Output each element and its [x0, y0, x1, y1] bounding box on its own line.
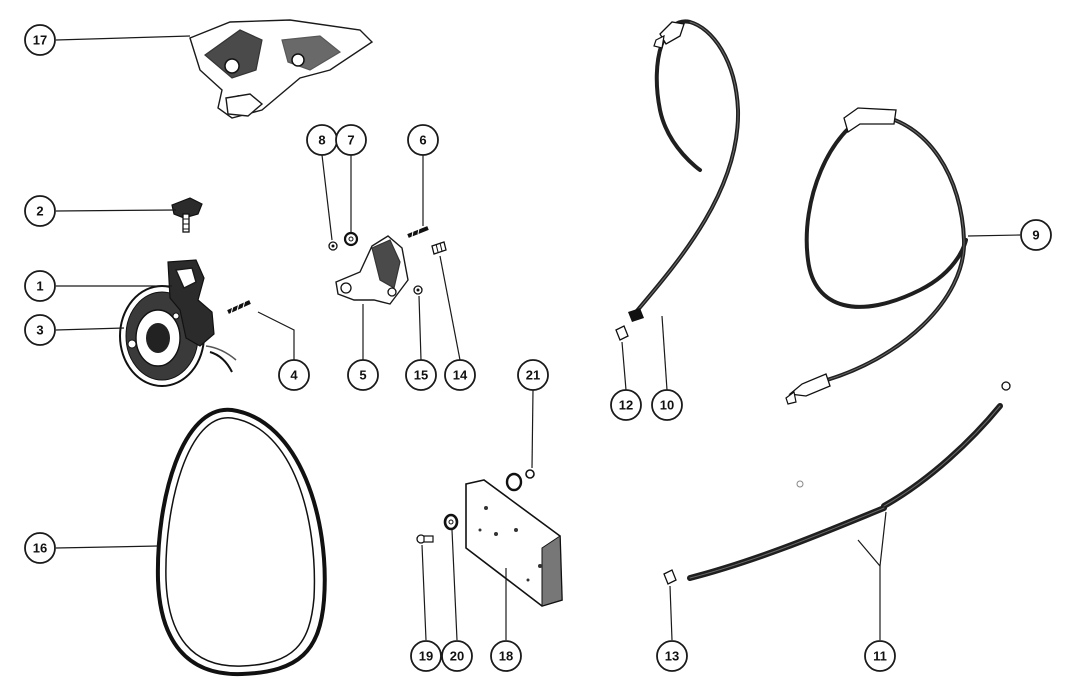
part-6-pin	[407, 226, 429, 238]
callout-label: 4	[290, 368, 298, 383]
part-14-screw	[431, 241, 447, 255]
callout-label: 21	[526, 368, 540, 383]
part-5-bracket	[335, 235, 409, 305]
part-12-clamp	[615, 325, 629, 341]
part-11-hoses	[687, 381, 1011, 581]
callout-label: 8	[318, 133, 325, 148]
callout-18: 18	[490, 640, 522, 672]
callout-label: 1	[36, 279, 43, 294]
callout-8: 8	[306, 124, 338, 156]
callout-2: 2	[24, 195, 56, 227]
callout-19: 19	[410, 640, 442, 672]
callout-6: 6	[407, 124, 439, 156]
callout-label: 19	[419, 649, 433, 664]
callout-label: 10	[660, 398, 674, 413]
part-21-washers	[505, 469, 535, 492]
callout-label: 11	[873, 649, 887, 664]
part-20-washer	[443, 513, 459, 531]
part-2-bolt	[171, 197, 203, 233]
callout-label: 6	[419, 133, 426, 148]
callout-4: 4	[278, 359, 310, 391]
callout-11: 11	[864, 640, 896, 672]
callout-13: 13	[656, 640, 688, 672]
callout-9: 9	[1020, 219, 1052, 251]
callout-21: 21	[517, 359, 549, 391]
part-15-nut	[413, 285, 423, 295]
callout-12: 12	[610, 389, 642, 421]
callout-label: 14	[453, 368, 468, 383]
part-8-nut	[328, 241, 338, 251]
part-19-bolt	[416, 534, 434, 544]
callout-label: 3	[36, 323, 43, 338]
part-9-hose	[785, 107, 968, 405]
callout-1: 1	[24, 270, 56, 302]
callout-15: 15	[405, 359, 437, 391]
callout-label: 2	[36, 204, 43, 219]
callout-label: 17	[33, 33, 47, 48]
callout-label: 13	[665, 649, 679, 664]
part-17-bracket	[189, 19, 374, 119]
callout-5: 5	[347, 359, 379, 391]
part-18-plate	[465, 479, 563, 607]
callout-3: 3	[24, 314, 56, 346]
callout-label: 18	[499, 649, 513, 664]
part-13-clamp	[663, 569, 677, 585]
callout-label: 20	[450, 649, 464, 664]
part-10-hose	[628, 19, 741, 322]
part-4-stud	[227, 299, 251, 315]
callout-label: 5	[359, 368, 366, 383]
callout-label: 7	[347, 133, 354, 148]
leader-lines	[55, 35, 1021, 641]
callout-label: 16	[33, 541, 47, 556]
callout-7: 7	[335, 124, 367, 156]
callout-label: 9	[1032, 228, 1039, 243]
callout-14: 14	[444, 359, 476, 391]
callout-label: 12	[619, 398, 633, 413]
callout-16: 16	[24, 532, 56, 564]
callout-label: 15	[414, 368, 428, 383]
callout-20: 20	[441, 640, 473, 672]
part-1-3-pump-assembly	[119, 259, 237, 387]
callout-17: 17	[24, 24, 56, 56]
callout-10: 10	[651, 389, 683, 421]
part-16-belt	[155, 407, 327, 677]
part-7-washer	[343, 231, 359, 247]
